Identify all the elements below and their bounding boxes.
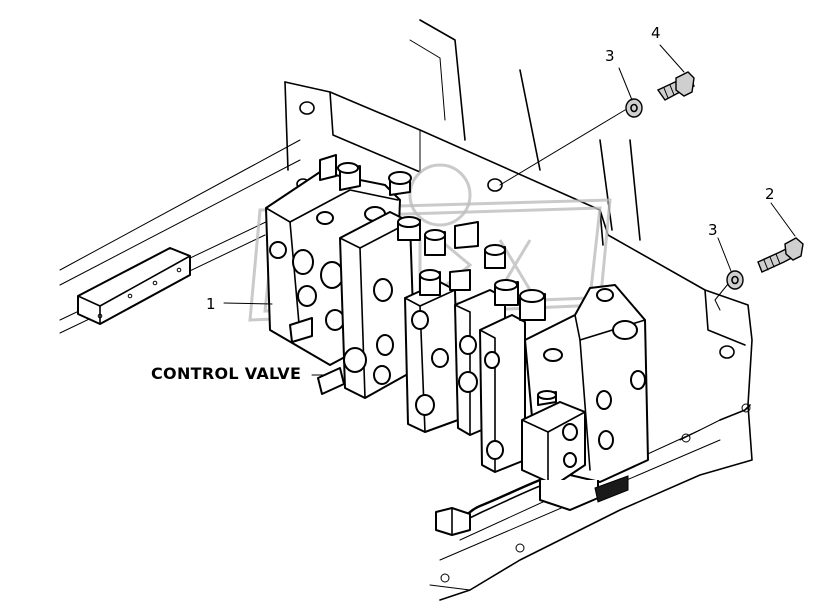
callout-leaders xyxy=(223,44,796,376)
lower-bolt-head xyxy=(784,237,804,261)
leader-3a xyxy=(618,67,633,101)
lower-washer xyxy=(726,270,744,290)
left-rail xyxy=(59,139,301,334)
lower-fastener-set xyxy=(726,237,804,290)
control-valve-label: CONTROL VALVE xyxy=(151,364,301,383)
callout-4: 4 xyxy=(651,24,661,42)
fastener-leaders xyxy=(499,109,729,311)
leader-2 xyxy=(770,202,796,237)
upper-washer xyxy=(625,98,643,118)
callout-3-upper: 3 xyxy=(605,47,615,65)
callout-1: 1 xyxy=(206,295,216,313)
mounting-frame xyxy=(284,19,753,601)
control-valve-assembly xyxy=(265,154,649,511)
upper-bolt-head xyxy=(675,71,695,97)
callout-3-lower: 3 xyxy=(708,221,718,239)
upper-fastener-set xyxy=(625,71,695,118)
callout-2: 2 xyxy=(765,185,775,203)
leader-4 xyxy=(659,44,685,73)
leader-3b xyxy=(717,237,732,272)
wire-harness xyxy=(435,478,542,536)
leader-1 xyxy=(223,302,273,305)
